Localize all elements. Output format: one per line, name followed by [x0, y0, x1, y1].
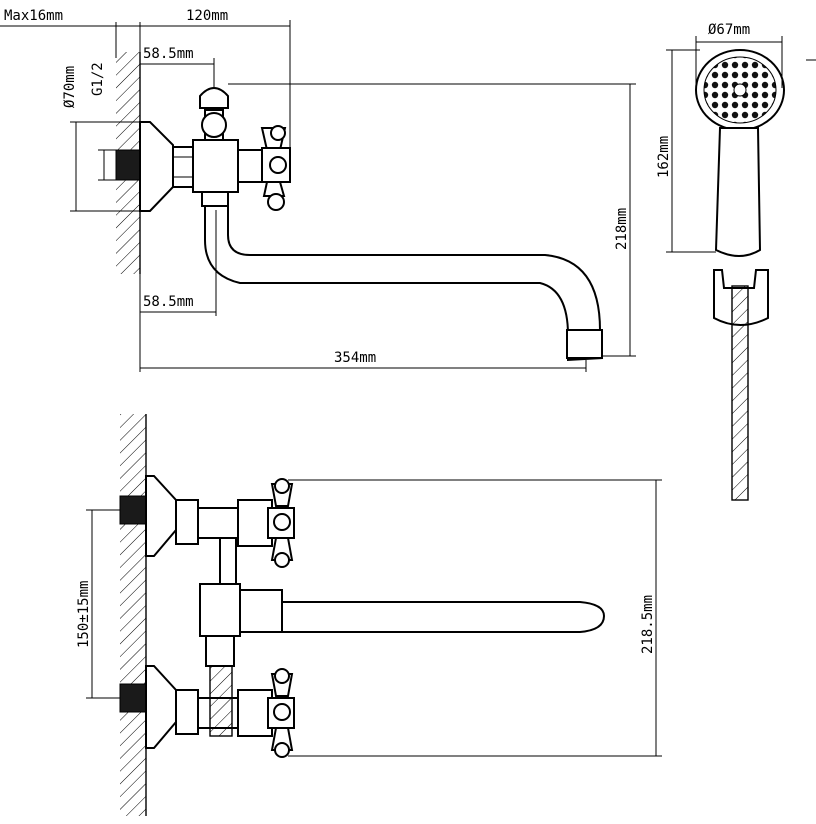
dim-offset-bottom: 58.5mm: [143, 294, 194, 310]
dim-handle-length: 162mm: [656, 136, 672, 178]
top-view: Max16mm 120mm 58.5mm Ø70mm G1/2 218mm 58…: [0, 8, 636, 372]
shower-hose: [731, 285, 749, 501]
shower-handle: [714, 127, 762, 257]
dim-flange-dia: Ø70mm: [62, 66, 78, 108]
dim-offset-top: 58.5mm: [143, 46, 194, 62]
dim-height-top: 218mm: [614, 208, 630, 250]
nut-top: [172, 146, 194, 188]
valve-upper: [237, 499, 273, 547]
valve-lower: [237, 689, 273, 737]
flange-lower: [145, 665, 177, 749]
dim-height-side: 218.5mm: [640, 595, 656, 654]
hand-shower: Ø67mm 162mm: [656, 22, 816, 501]
flange-upper: [145, 475, 177, 557]
wall-inlet-upper: [119, 495, 147, 525]
diverter-knob-top: [201, 112, 227, 138]
dim-center-distance: 150±15mm: [76, 581, 92, 648]
dim-width-top: 120mm: [186, 8, 228, 24]
valve-body-top: [192, 139, 239, 193]
mixer-body-side: [199, 583, 241, 637]
spout-side: [281, 601, 606, 633]
hose-connector-side: [209, 665, 233, 737]
dim-spout-length: 354mm: [334, 350, 376, 366]
wall-inlet-top: [115, 149, 141, 181]
dim-head-dia: Ø67mm: [708, 22, 750, 38]
dim-max-thread: Max16mm: [4, 8, 63, 24]
wall-hatch-side: [120, 414, 146, 816]
dim-thread: G1/2: [90, 62, 106, 96]
spout-top: [204, 205, 604, 362]
side-view: 150±15mm 218.5mm: [76, 414, 662, 816]
wall-inlet-lower: [119, 683, 147, 713]
aerator-top: [566, 329, 603, 359]
wall-flange-top: [139, 121, 174, 212]
shower-holder-top: [199, 87, 229, 109]
